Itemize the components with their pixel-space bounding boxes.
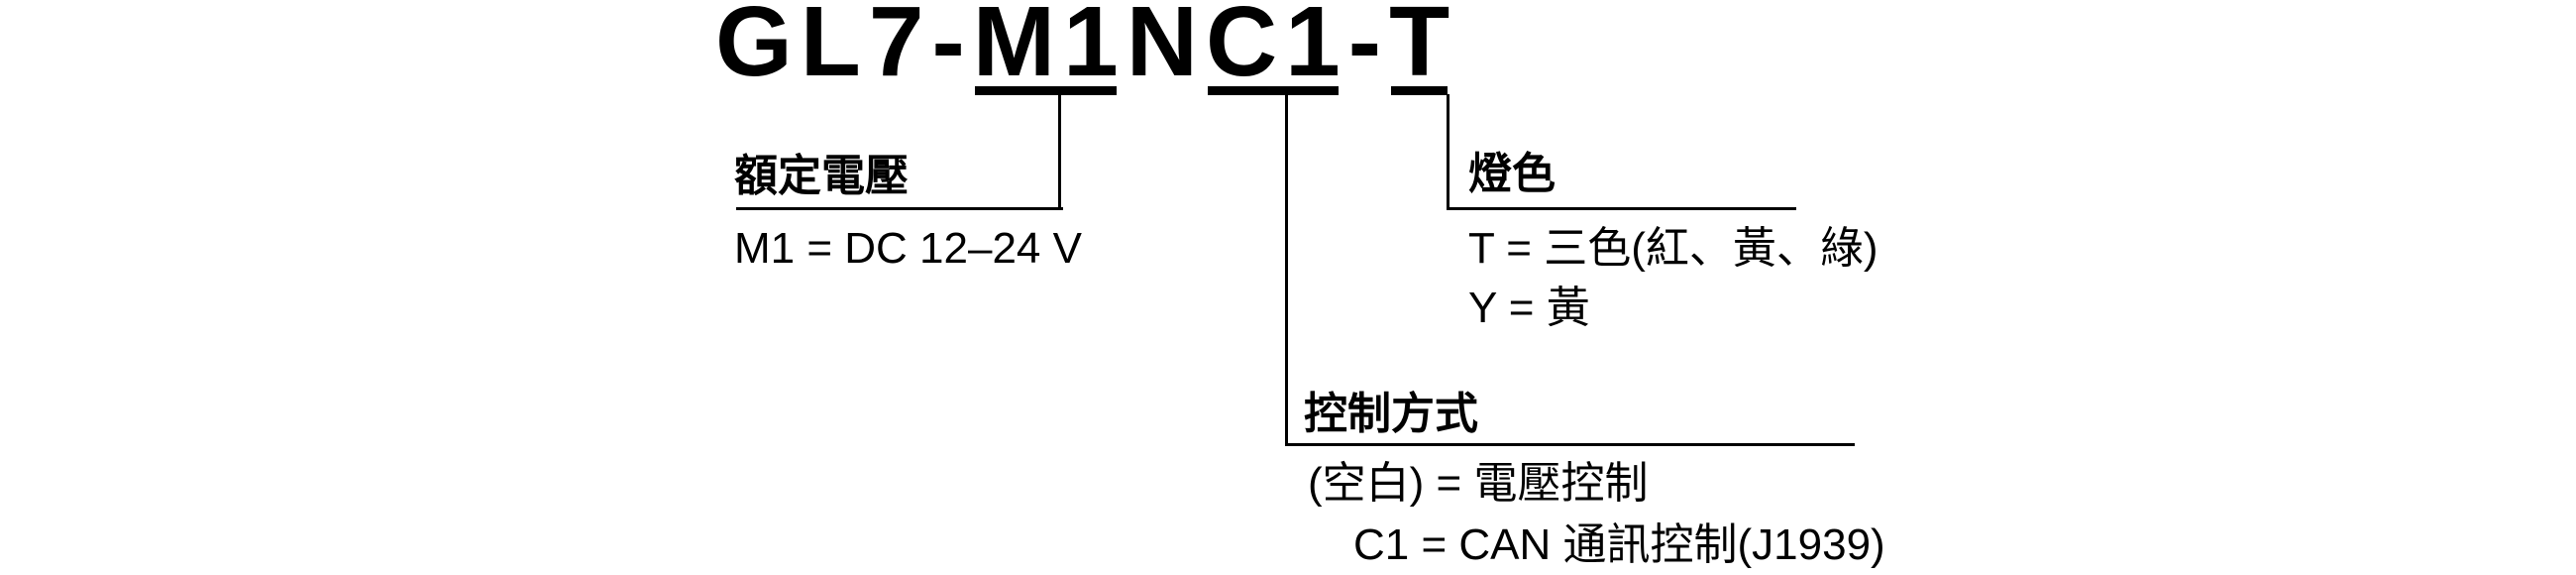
model-code-segment-control: C1 <box>1206 0 1348 95</box>
model-code-prefix: GL7- <box>715 0 973 97</box>
model-code-hyphen: - <box>1347 0 1390 97</box>
rated-voltage-label: 額定電壓 <box>734 152 909 200</box>
rated-voltage-connector-vline <box>1058 94 1061 210</box>
model-code-segment-n: N <box>1126 0 1206 97</box>
lamp-color-option-t: T = 三色(紅、黃、綠) <box>1468 224 1878 273</box>
model-code: GL7-M1NC1-T <box>715 0 1457 97</box>
model-code-segment-voltage: M1 <box>973 0 1127 95</box>
model-code-segment-color: T <box>1389 0 1457 95</box>
rated-voltage-option-m1: M1 = DC 12–24 V <box>734 224 1082 273</box>
control-method-connector-hline <box>1285 443 1855 446</box>
control-method-connector-vline <box>1285 94 1288 446</box>
lamp-color-connector-hline <box>1447 207 1796 210</box>
control-method-option-blank: (空白) = 電壓控制 <box>1308 459 1649 508</box>
lamp-color-option-y: Y = 黃 <box>1468 284 1590 332</box>
rated-voltage-connector-hline <box>736 207 1063 210</box>
lamp-color-label: 燈色 <box>1468 150 1556 198</box>
control-method-label: 控制方式 <box>1304 390 1478 438</box>
control-method-option-c1: C1 = CAN 通訊控制(J1939) <box>1353 520 1885 569</box>
lamp-color-connector-vline <box>1447 94 1449 210</box>
